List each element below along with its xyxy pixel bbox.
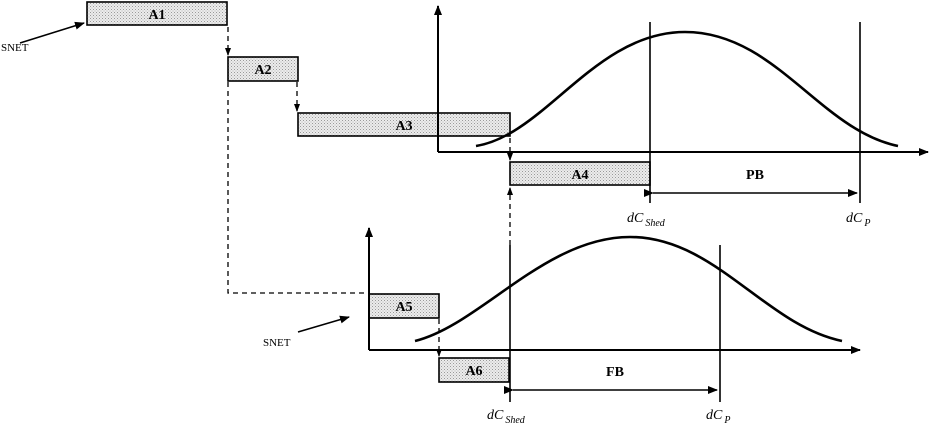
activity-a3: A3 <box>297 112 511 137</box>
activity-a5: A5 <box>368 293 440 319</box>
activity-a6: A6 <box>438 357 510 383</box>
activity-a4: A4 <box>509 161 651 186</box>
snet-top-label: SNET <box>1 42 29 54</box>
activity-a2-label: A2 <box>254 63 271 78</box>
snet-top-arrow <box>19 21 85 44</box>
lower-buffer-label: FB <box>606 365 624 380</box>
activity-a3-label: A3 <box>395 119 412 134</box>
snet-bottom-label: SNET <box>263 337 291 349</box>
snet-bottom: SNET <box>263 315 350 349</box>
snet-top: SNET <box>1 21 85 54</box>
activity-a5-label: A5 <box>395 300 412 315</box>
lower-distribution-curve <box>414 235 843 343</box>
activity-a6-label: A6 <box>465 364 482 379</box>
upper-distribution-curve <box>475 30 899 148</box>
activity-a4-label: A4 <box>571 168 588 183</box>
upper-buffer-label: PB <box>746 168 764 183</box>
snet-bottom-arrow <box>297 315 350 333</box>
link-a1-a5 <box>227 82 369 294</box>
activity-a1: A1 <box>86 1 228 26</box>
activity-a2: A2 <box>227 56 299 82</box>
activity-a1-label: A1 <box>148 8 165 23</box>
